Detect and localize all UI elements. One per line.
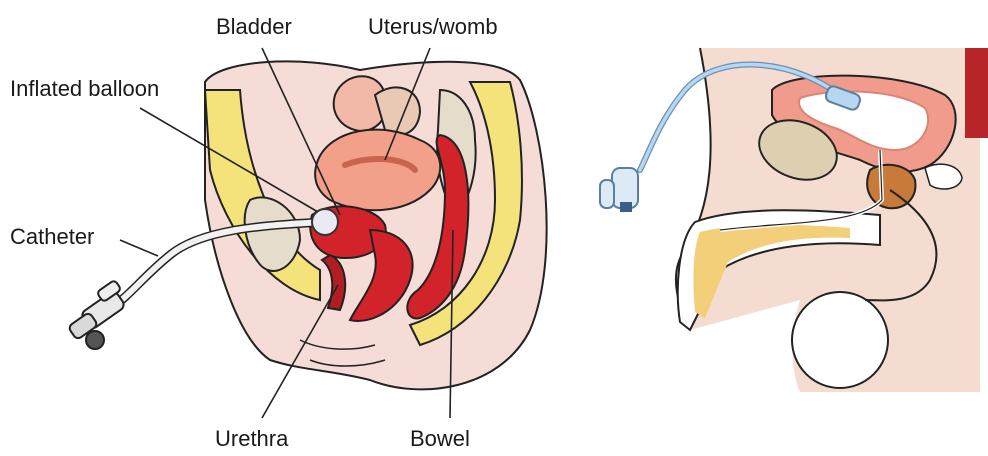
right-edge-tissue bbox=[965, 48, 988, 138]
prostate bbox=[867, 165, 915, 208]
seminal-vesicles bbox=[925, 164, 962, 189]
scrotum bbox=[792, 292, 888, 388]
label-uterus: Uterus/womb bbox=[368, 14, 498, 39]
label-bladder: Bladder bbox=[216, 14, 292, 39]
label-bowel: Bowel bbox=[410, 426, 470, 451]
uterus bbox=[315, 130, 440, 211]
male-anatomy bbox=[600, 48, 988, 392]
male-catheter-connector bbox=[600, 168, 638, 212]
leader-catheter bbox=[120, 240, 158, 256]
female-anatomy: Bladder Uterus/womb Inflated balloon Cat… bbox=[10, 14, 547, 451]
label-catheter: Catheter bbox=[10, 224, 94, 249]
label-urethra: Urethra bbox=[215, 426, 289, 451]
catheter-connector bbox=[68, 280, 126, 349]
label-inflated-balloon: Inflated balloon bbox=[10, 76, 159, 101]
inflated-balloon bbox=[312, 209, 338, 235]
